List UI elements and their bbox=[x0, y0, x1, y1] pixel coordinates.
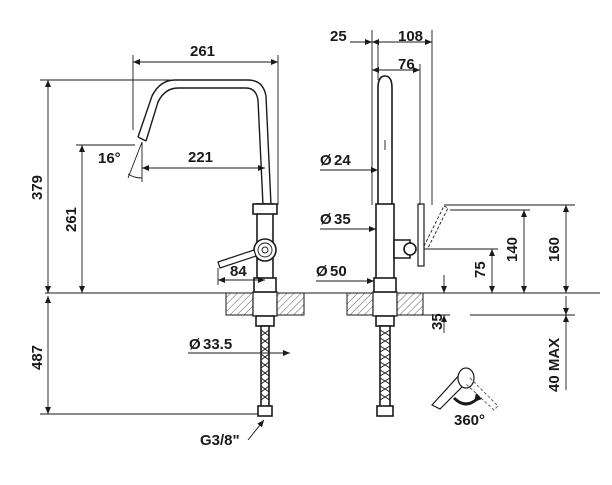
dim-dia-35: 35 bbox=[334, 211, 351, 228]
dim-160: 160 bbox=[546, 237, 563, 262]
side-view: 25 108 76 Ø 24 Ø 35 Ø 50 75 140 160 35 bbox=[316, 28, 575, 417]
side-faucet-body bbox=[375, 203, 395, 291]
front-hose-braid bbox=[260, 329, 270, 401]
dim-handle-offset: 84 bbox=[230, 263, 247, 280]
connection-label: G3/8" bbox=[200, 432, 240, 449]
rotation-diagram: 360° bbox=[431, 367, 499, 429]
dim-dia-50-symbol: Ø bbox=[316, 263, 328, 280]
side-hose-braid bbox=[379, 329, 391, 401]
dim-spout-offset: 221 bbox=[188, 149, 213, 166]
dim-top-25: 25 bbox=[330, 28, 347, 45]
dim-angle: 16° bbox=[98, 150, 121, 167]
dim-deck-max: 40 MAX bbox=[546, 338, 563, 392]
front-lever bbox=[217, 249, 257, 269]
dim-dia-24-symbol: Ø bbox=[320, 152, 332, 169]
dim-hose-diameter: 33.5 bbox=[203, 336, 232, 353]
dim-hose-diameter-symbol: Ø bbox=[189, 336, 201, 353]
dim-dia-24: 24 bbox=[334, 152, 351, 169]
front-view: 261 379 261 16° 221 84 487 Ø 33.5 G3/8" bbox=[29, 43, 305, 449]
dim-deck-35: 35 bbox=[429, 313, 446, 330]
rotation-lever-ghost bbox=[465, 377, 499, 411]
dim-140: 140 bbox=[504, 237, 521, 262]
dim-top-108: 108 bbox=[398, 28, 423, 45]
dim-spout-height: 261 bbox=[63, 207, 80, 232]
dim-spout-reach: 261 bbox=[190, 43, 215, 60]
front-spout-tube bbox=[137, 79, 272, 206]
side-lever bbox=[417, 203, 425, 267]
dim-top-76: 76 bbox=[398, 56, 415, 73]
dim-total-height: 379 bbox=[29, 175, 46, 200]
dim-dia-50: 50 bbox=[330, 263, 347, 280]
dim-dia-35-symbol: Ø bbox=[320, 211, 332, 228]
front-handle-disc bbox=[253, 238, 277, 262]
dim-75: 75 bbox=[472, 261, 489, 278]
dim-below-deck: 487 bbox=[29, 345, 46, 370]
rotation-label: 360° bbox=[454, 412, 485, 429]
